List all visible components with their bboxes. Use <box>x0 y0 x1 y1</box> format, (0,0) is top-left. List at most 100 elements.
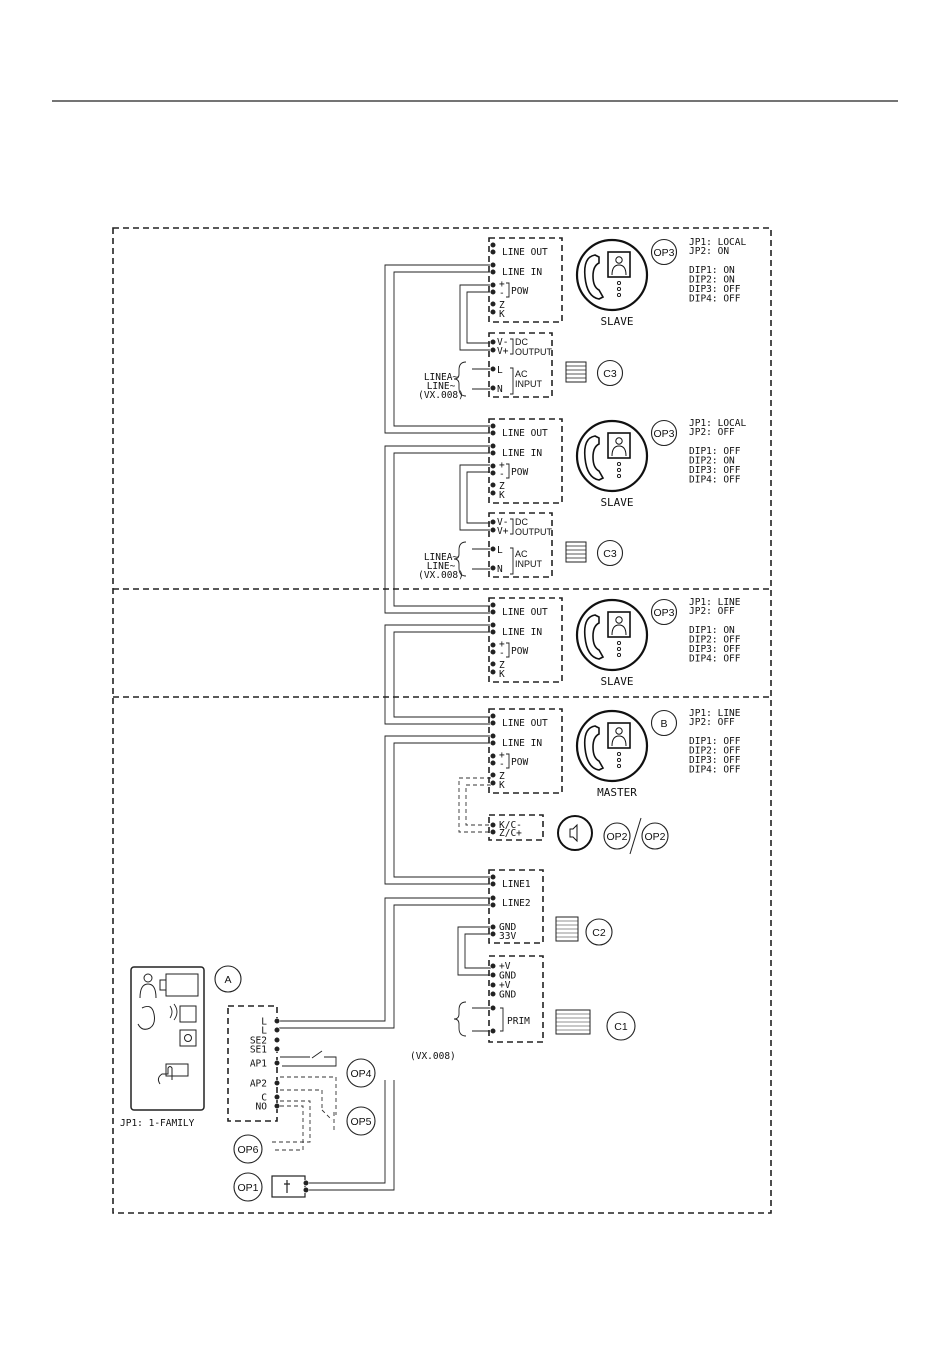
master-pow: POW <box>511 757 528 768</box>
panel-term-6: C <box>261 1093 267 1104</box>
mains-linea: LINEA~ <box>424 552 459 563</box>
panel-term-7: NO <box>256 1102 268 1113</box>
button-icon <box>616 646 622 652</box>
ap1-circuit <box>280 1050 337 1067</box>
button-icon <box>616 751 622 757</box>
button-icon <box>616 292 622 298</box>
input-label: INPUT <box>515 559 543 569</box>
button-icon <box>616 461 622 467</box>
loudspeaker-icon <box>179 1005 197 1023</box>
sound-waves-icon <box>169 1003 178 1021</box>
transformer-out-1: +V <box>499 961 511 972</box>
panel-term-0: L <box>261 1017 267 1028</box>
terminal-screw <box>489 526 497 534</box>
minus-label: - <box>499 469 505 480</box>
terminal-screw <box>489 346 497 354</box>
bell-tag-1-label: OP2 <box>606 831 627 843</box>
slave-2-name: SLAVE <box>600 496 633 509</box>
bell-wiring <box>458 777 491 833</box>
slave-3-jp1: JP1: LINE <box>689 597 741 608</box>
slave-1-dip1: DIP1: ON <box>689 265 735 276</box>
option-op1 <box>233 1172 263 1202</box>
mains-line: LINE~ <box>427 381 456 392</box>
master-k: K <box>499 780 505 791</box>
terminal-screw <box>489 894 497 902</box>
slave-1-line-out: LINE OUT <box>502 247 548 258</box>
slave-1-pow: POW <box>511 286 528 297</box>
mains-cable: (VX.008) <box>418 570 464 581</box>
slave-3-k: K <box>499 669 505 680</box>
slave-3-dip1: DIP1: ON <box>689 625 735 636</box>
terminal-screw <box>489 660 497 668</box>
slave-1-psu: V-V+DCOUTPUTLNACINPUTC3LINEA~LINE~(VX.00… <box>418 332 624 401</box>
psu-line2: LINE2 <box>502 898 531 909</box>
ac-label: AC <box>515 369 528 379</box>
transformer-out-4: GND <box>499 990 516 1001</box>
terminal-screw <box>489 752 497 760</box>
master-tag <box>650 709 678 737</box>
panel-term-2: SE2 <box>250 1036 267 1047</box>
button-icon <box>616 286 622 292</box>
mains-cable: (VX.008) <box>418 390 464 401</box>
terminal-screw <box>489 365 497 373</box>
slave-2-dip4: DIP4: OFF <box>689 475 741 486</box>
transformer-out-2: GND <box>499 971 516 982</box>
vminus-label: V- <box>497 337 508 348</box>
input-label: INPUT <box>515 379 543 389</box>
terminal-screw <box>273 1102 281 1110</box>
panel-tag-a <box>214 965 242 993</box>
call-button-icon <box>165 1063 189 1077</box>
slave-1-psu-box <box>488 332 553 398</box>
terminal-screw <box>489 930 497 938</box>
terminal-screw <box>273 1036 281 1044</box>
terminal-screw <box>489 248 497 256</box>
person-body-icon <box>611 624 627 636</box>
master-terminal-box <box>488 708 563 794</box>
transformer-prim: PRIM <box>507 1016 530 1027</box>
psu-tag-c2 <box>585 918 613 946</box>
terminal-screw <box>489 828 497 836</box>
ac-label: AC <box>515 549 528 559</box>
slave-2-tag-label: OP3 <box>653 428 674 440</box>
handset-icon <box>583 725 605 771</box>
mic-grille-icon <box>184 1034 192 1042</box>
option-op4-label: OP4 <box>350 1068 371 1080</box>
terminal-screw <box>489 712 497 720</box>
slave-3-line-in: LINE IN <box>502 627 542 638</box>
person-icon <box>143 973 153 983</box>
slave-2-tag <box>650 419 678 447</box>
button-icon <box>616 757 622 763</box>
vplus-label: V+ <box>497 526 509 537</box>
panel-term-3: SE1 <box>250 1045 267 1056</box>
terminal-screw <box>273 1017 281 1025</box>
pow-bracket <box>506 282 510 298</box>
panel-term-4: AP1 <box>250 1059 267 1070</box>
slave-1-tag-label: OP3 <box>653 247 674 259</box>
option-op1-label: OP1 <box>237 1182 258 1194</box>
person-body-icon <box>139 983 157 999</box>
terminal-screw <box>302 1179 310 1187</box>
op6-circuit-1 <box>272 1100 311 1143</box>
terminal-screw <box>489 422 497 430</box>
din-module-icon <box>565 361 587 383</box>
slave-1-z: Z <box>499 300 505 311</box>
terminal-screw <box>489 601 497 609</box>
option-op6-label: OP6 <box>237 1144 258 1156</box>
slave-3-tag-label: OP3 <box>653 607 674 619</box>
panel-term-1: L <box>261 1026 267 1037</box>
option-op5 <box>346 1106 376 1136</box>
mains-linea: LINEA~ <box>424 372 459 383</box>
handset-icon <box>583 614 605 660</box>
terminal-screw <box>489 462 497 470</box>
panel-tag-a-label: A <box>224 974 231 986</box>
panel-term-5: AP2 <box>250 1079 267 1090</box>
exit-button-icon <box>271 1175 306 1198</box>
dc-bracket <box>510 338 514 355</box>
output-label: OUTPUT <box>515 527 553 537</box>
master-jp2: JP2: OFF <box>689 717 735 728</box>
minus-label: - <box>499 648 505 659</box>
terminal-screw <box>273 1045 281 1053</box>
